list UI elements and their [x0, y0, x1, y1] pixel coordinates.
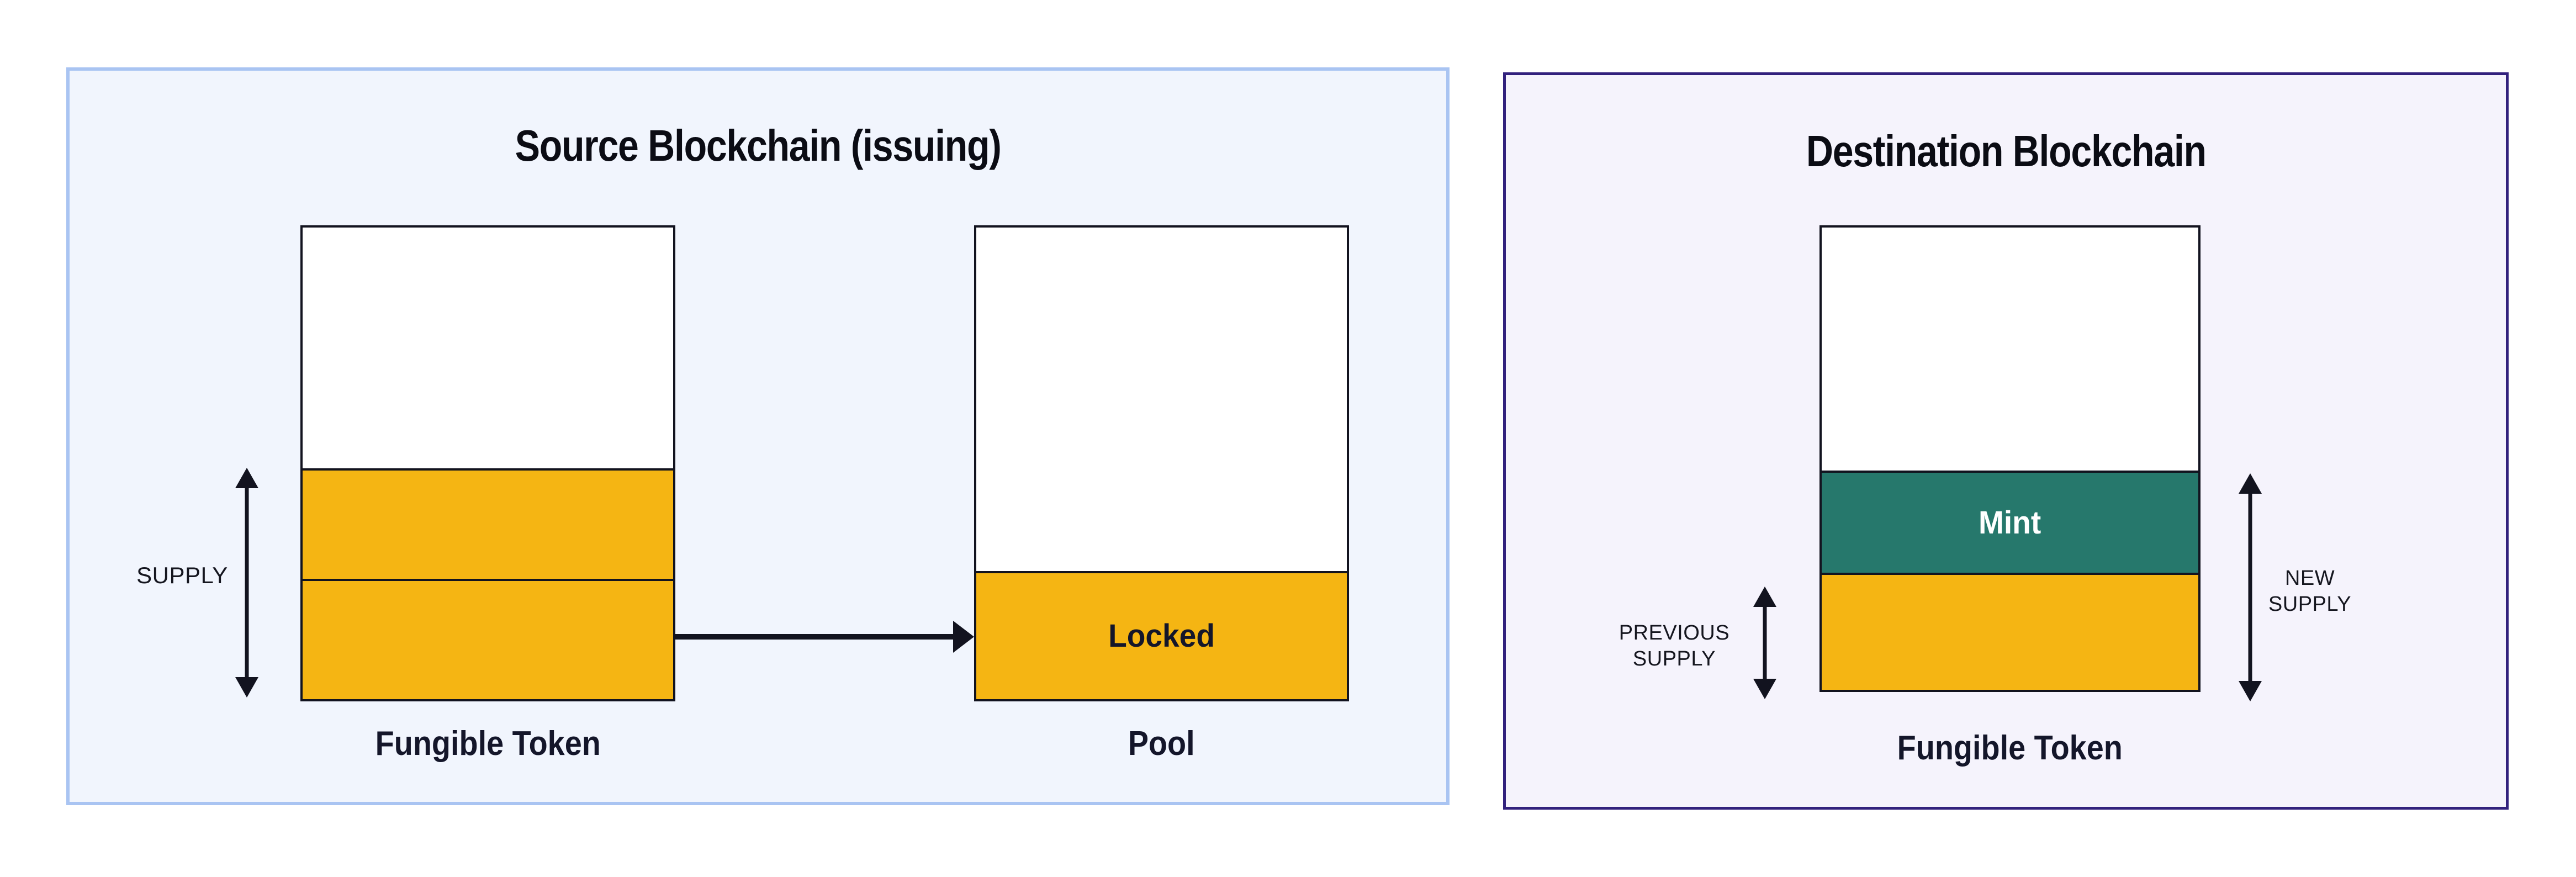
previous-supply-range-double-arrow-icon [1753, 587, 1776, 699]
source-fungible-token-caption-text: Fungible Token [375, 725, 601, 763]
destination-ft-mint-section: Mint [1822, 471, 2198, 573]
new-supply-label: NEW SUPPLY [2227, 566, 2393, 617]
supply-range-double-arrow-icon [235, 468, 258, 698]
source-blockchain-panel: Source Blockchain (issuing) Locked SUPPL… [66, 67, 1450, 805]
new-supply-label-line2: SUPPLY [2268, 593, 2352, 616]
source-panel-title: Source Blockchain (issuing) [70, 124, 1446, 168]
previous-supply-label-line2: SUPPLY [1632, 647, 1716, 671]
lock-transfer-arrow-icon [675, 621, 974, 653]
destination-fungible-token-caption-text: Fungible Token [1897, 729, 2123, 767]
supply-label: SUPPLY [121, 561, 243, 590]
pool-locked-section: Locked [976, 571, 1347, 699]
supply-label-text: SUPPLY [136, 562, 228, 588]
source-pool-bar: Locked [974, 225, 1349, 701]
source-fungible-token-caption: Fungible Token [300, 727, 675, 761]
destination-ft-unfilled-section [1822, 228, 2198, 471]
source-ft-supply-upper-section [303, 468, 673, 579]
mint-label: Mint [1979, 504, 2041, 541]
destination-panel-title-text: Destination Blockchain [1806, 126, 2207, 176]
pool-unfilled-section [976, 228, 1347, 571]
pool-caption-text: Pool [1128, 725, 1195, 763]
destination-panel-title: Destination Blockchain [1506, 129, 2506, 173]
source-panel-title-text: Source Blockchain (issuing) [515, 121, 1002, 170]
destination-blockchain-panel: Destination Blockchain Mint PREVIOUS SUP… [1503, 72, 2509, 810]
source-ft-supply-lower-section [303, 579, 673, 699]
destination-fungible-token-bar: Mint [1819, 225, 2201, 692]
source-ft-unfilled-section [303, 228, 673, 468]
new-supply-range-double-arrow-icon [2239, 473, 2262, 701]
locked-label: Locked [1108, 618, 1215, 654]
previous-supply-label-line1: PREVIOUS [1618, 621, 1730, 644]
previous-supply-label: PREVIOUS SUPPLY [1591, 620, 1757, 672]
destination-ft-previous-supply-section [1822, 573, 2198, 690]
destination-fungible-token-caption: Fungible Token [1819, 731, 2201, 765]
source-fungible-token-bar [300, 225, 675, 701]
pool-caption: Pool [974, 727, 1349, 761]
new-supply-label-line1: NEW [2284, 567, 2335, 590]
